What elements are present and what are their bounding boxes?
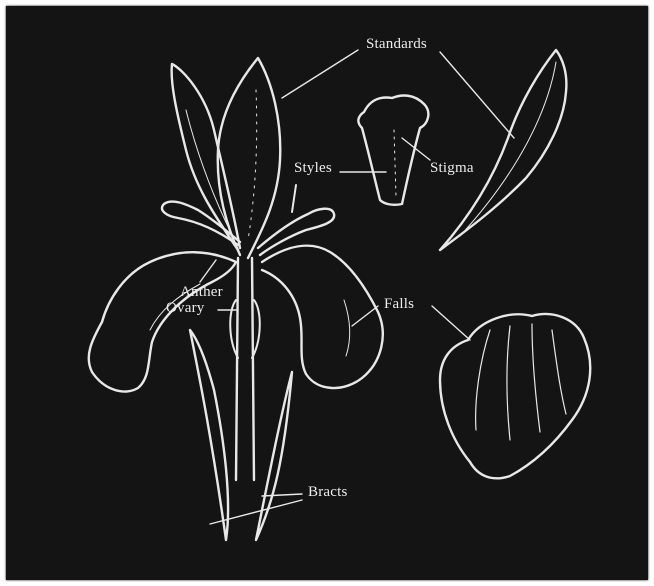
detached-fall-veins bbox=[476, 324, 566, 440]
leader-anther bbox=[200, 260, 216, 282]
right-fall-inner bbox=[344, 300, 350, 356]
center-standard-vein bbox=[248, 90, 257, 240]
detached-standard bbox=[440, 50, 566, 250]
detached-standard-vein bbox=[460, 62, 556, 236]
leader-bracts-left bbox=[210, 500, 302, 524]
label-stigma: Stigma bbox=[430, 160, 474, 177]
ovary bbox=[230, 300, 260, 358]
stem bbox=[236, 258, 254, 480]
leader-bracts-right bbox=[262, 494, 302, 496]
bract-right bbox=[256, 372, 292, 540]
detached-fall bbox=[440, 314, 590, 478]
label-anther: Anther bbox=[180, 284, 223, 301]
left-fall bbox=[89, 252, 236, 391]
stigma-flap-vein bbox=[394, 130, 396, 196]
label-bracts: Bracts bbox=[308, 484, 348, 501]
bract-left bbox=[190, 330, 228, 540]
leader-falls-right bbox=[432, 306, 470, 340]
leader-standards-right bbox=[440, 52, 514, 138]
label-falls: Falls bbox=[384, 296, 414, 313]
left-standard bbox=[172, 64, 240, 250]
leader-falls-left bbox=[352, 306, 378, 326]
leader-standards-left bbox=[282, 50, 358, 98]
label-styles: Styles bbox=[294, 160, 332, 177]
style-connector bbox=[292, 185, 296, 212]
center-standard bbox=[218, 58, 281, 258]
label-ovary: Ovary bbox=[166, 300, 205, 317]
label-standards: Standards bbox=[366, 36, 427, 53]
